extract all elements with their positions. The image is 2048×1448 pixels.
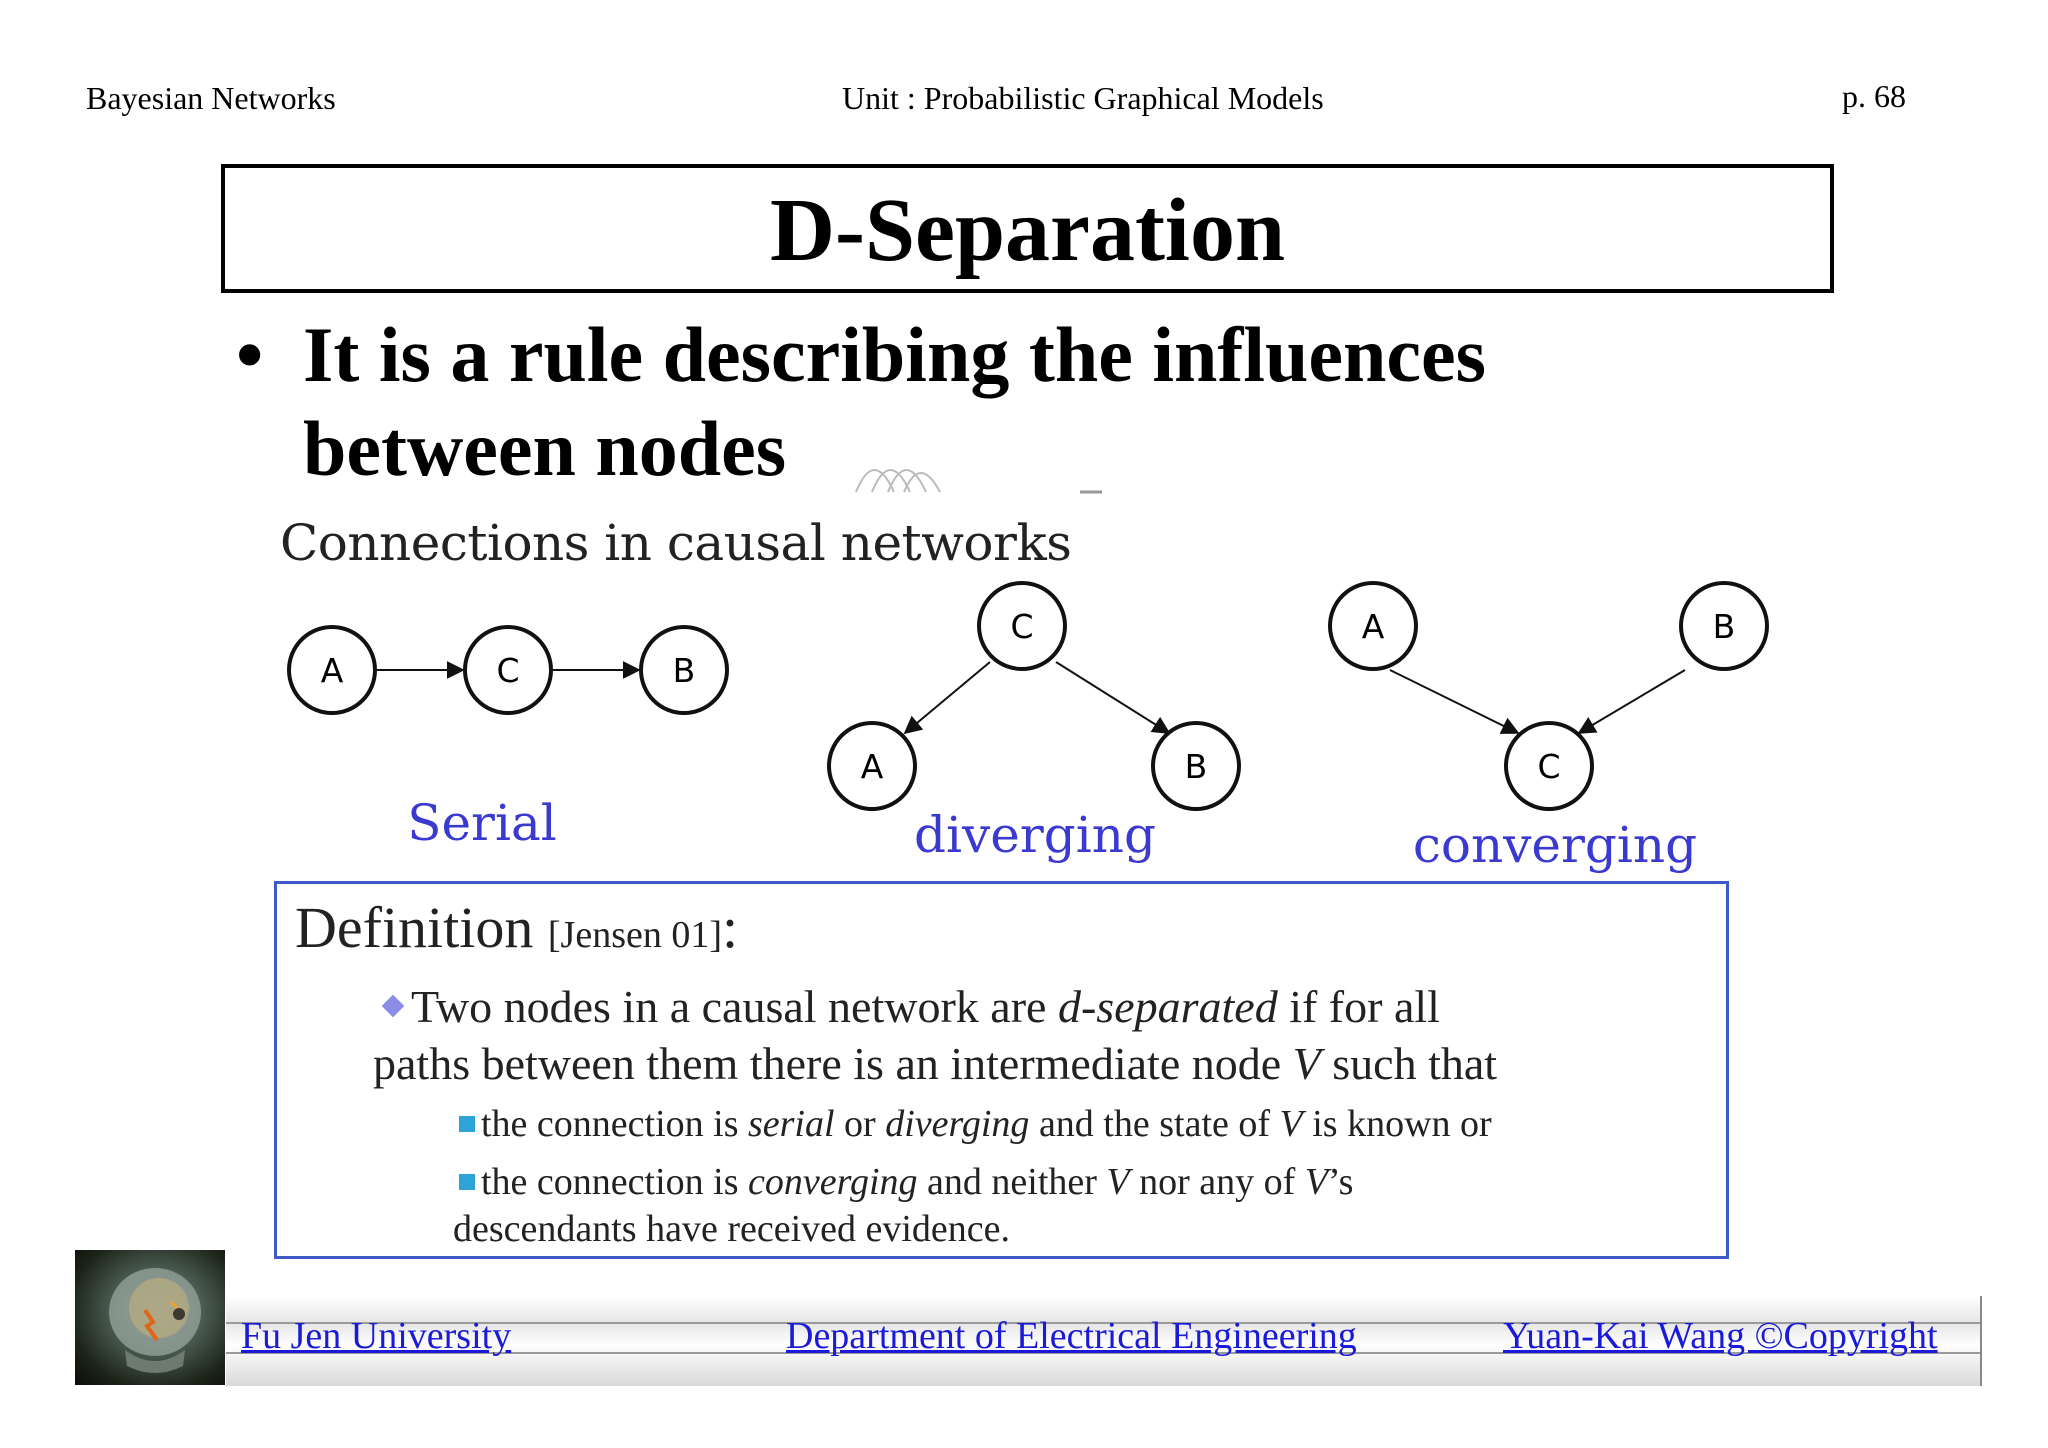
node-label-serial-b: B xyxy=(673,651,696,690)
title-box: D-Separation xyxy=(221,164,1834,293)
header-left: Bayesian Networks xyxy=(86,80,336,116)
definition-main-text-3: paths between them there is an intermedi… xyxy=(373,1038,1293,1089)
node-label-diverging-c: C xyxy=(1010,607,1033,646)
cond1-var: V xyxy=(1279,1103,1303,1145)
label-converging: converging xyxy=(1413,816,1697,874)
definition-colon: : xyxy=(722,895,739,960)
diamond-bullet-icon xyxy=(381,994,405,1018)
footer-copyright-link[interactable]: Yuan-Kai Wang ©Copyright xyxy=(1503,1315,1938,1357)
bullet-symbol: • xyxy=(236,311,264,398)
edge-converging-a-c xyxy=(1389,669,1520,734)
cond2-text-d: ’s xyxy=(1328,1161,1354,1203)
slide-title: D-Separation xyxy=(770,180,1285,280)
definition-box: Definition [Jensen 01]: Two nodes in a c… xyxy=(274,881,1729,1259)
footer-university-link[interactable]: Fu Jen University xyxy=(241,1315,512,1357)
bullet-line-1: It is a rule describing the influences xyxy=(303,311,1486,398)
edge-diverging-c-b xyxy=(1055,661,1171,734)
definition-main-emphasis: d-separated xyxy=(1057,981,1278,1032)
header-center: Unit : Probabilistic Graphical Models xyxy=(842,80,1324,116)
definition-main-text-1: Two nodes in a causal network are xyxy=(411,981,1058,1032)
skull-icon xyxy=(109,1268,201,1373)
footer-department-link[interactable]: Department of Electrical Engineering xyxy=(786,1315,1357,1357)
square-bullet-icon xyxy=(459,1116,475,1132)
cond2-var-2: V xyxy=(1304,1161,1329,1203)
label-diverging: diverging xyxy=(914,806,1156,864)
cond1-text-c: and the state of xyxy=(1029,1103,1280,1145)
footer-rule-top xyxy=(226,1322,1980,1324)
node-label-converging-c: C xyxy=(1537,747,1560,786)
cond2-text-c: nor any of xyxy=(1129,1161,1305,1203)
definition-main-text-2: if for all xyxy=(1277,981,1440,1032)
cond2-text-b: and neither xyxy=(917,1161,1107,1203)
bullet-line-2: between nodes xyxy=(303,405,787,492)
node-label-serial-c: C xyxy=(496,651,519,690)
definition-main-line-2: paths between them there is an intermedi… xyxy=(373,1037,1497,1090)
node-diverging-c xyxy=(977,581,1067,671)
faint-artifact-graphic xyxy=(855,469,1102,494)
node-label-converging-b: B xyxy=(1713,607,1736,646)
node-label-converging-a: A xyxy=(1362,607,1385,646)
definition-main-line-1: Two nodes in a causal network are d-sepa… xyxy=(381,980,1440,1033)
diverging-diagram: C A B diverging xyxy=(827,581,1241,864)
square-bullet-icon xyxy=(459,1174,475,1190)
cond2-var-1: V xyxy=(1106,1161,1130,1203)
definition-heading-line: Definition [Jensen 01]: xyxy=(295,894,738,961)
cond1-text-d: is known or xyxy=(1302,1103,1492,1145)
label-serial: Serial xyxy=(407,794,557,852)
definition-condition-1: the connection is serial or diverging an… xyxy=(459,1102,1492,1146)
cond1-text-b: or xyxy=(834,1103,886,1145)
definition-citation: [Jensen 01] xyxy=(547,914,723,956)
definition-condition-2-line-2: descendants have received evidence. xyxy=(453,1208,1011,1250)
university-logo-icon xyxy=(75,1250,225,1385)
cond2-emphasis-converging: converging xyxy=(747,1161,918,1203)
converging-diagram: A B C converging xyxy=(1328,581,1769,874)
node-label-diverging-a: A xyxy=(861,747,884,786)
node-serial-c xyxy=(463,625,553,715)
node-label-diverging-b: B xyxy=(1185,747,1208,786)
node-converging-c xyxy=(1504,721,1594,811)
cond1-text-a: the connection is xyxy=(481,1103,748,1145)
footer-bar xyxy=(226,1296,1982,1386)
node-serial-b xyxy=(639,625,729,715)
edge-diverging-c-a xyxy=(903,661,991,735)
node-diverging-a xyxy=(827,721,917,811)
definition-main-var: V xyxy=(1292,1038,1321,1089)
cond2-text-a: the connection is xyxy=(481,1161,748,1203)
figure-heading: Connections in causal networks xyxy=(280,514,1072,572)
definition-main-text-4: such that xyxy=(1320,1038,1498,1089)
definition-condition-2: the connection is converging and neither… xyxy=(459,1160,1353,1204)
node-label-serial-a: A xyxy=(321,651,344,690)
cond1-emphasis-serial: serial xyxy=(747,1103,835,1145)
footer-rule-bottom xyxy=(226,1352,1980,1354)
edge-converging-b-c xyxy=(1577,669,1686,734)
node-converging-a xyxy=(1328,581,1418,671)
page-number: p. 68 xyxy=(1842,78,1906,114)
node-serial-a xyxy=(287,625,377,715)
serial-diagram: A C B Serial xyxy=(287,625,729,852)
definition-heading: Definition xyxy=(295,895,534,960)
node-diverging-b xyxy=(1151,721,1241,811)
cond1-emphasis-diverging: diverging xyxy=(885,1103,1030,1145)
node-converging-b xyxy=(1679,581,1769,671)
